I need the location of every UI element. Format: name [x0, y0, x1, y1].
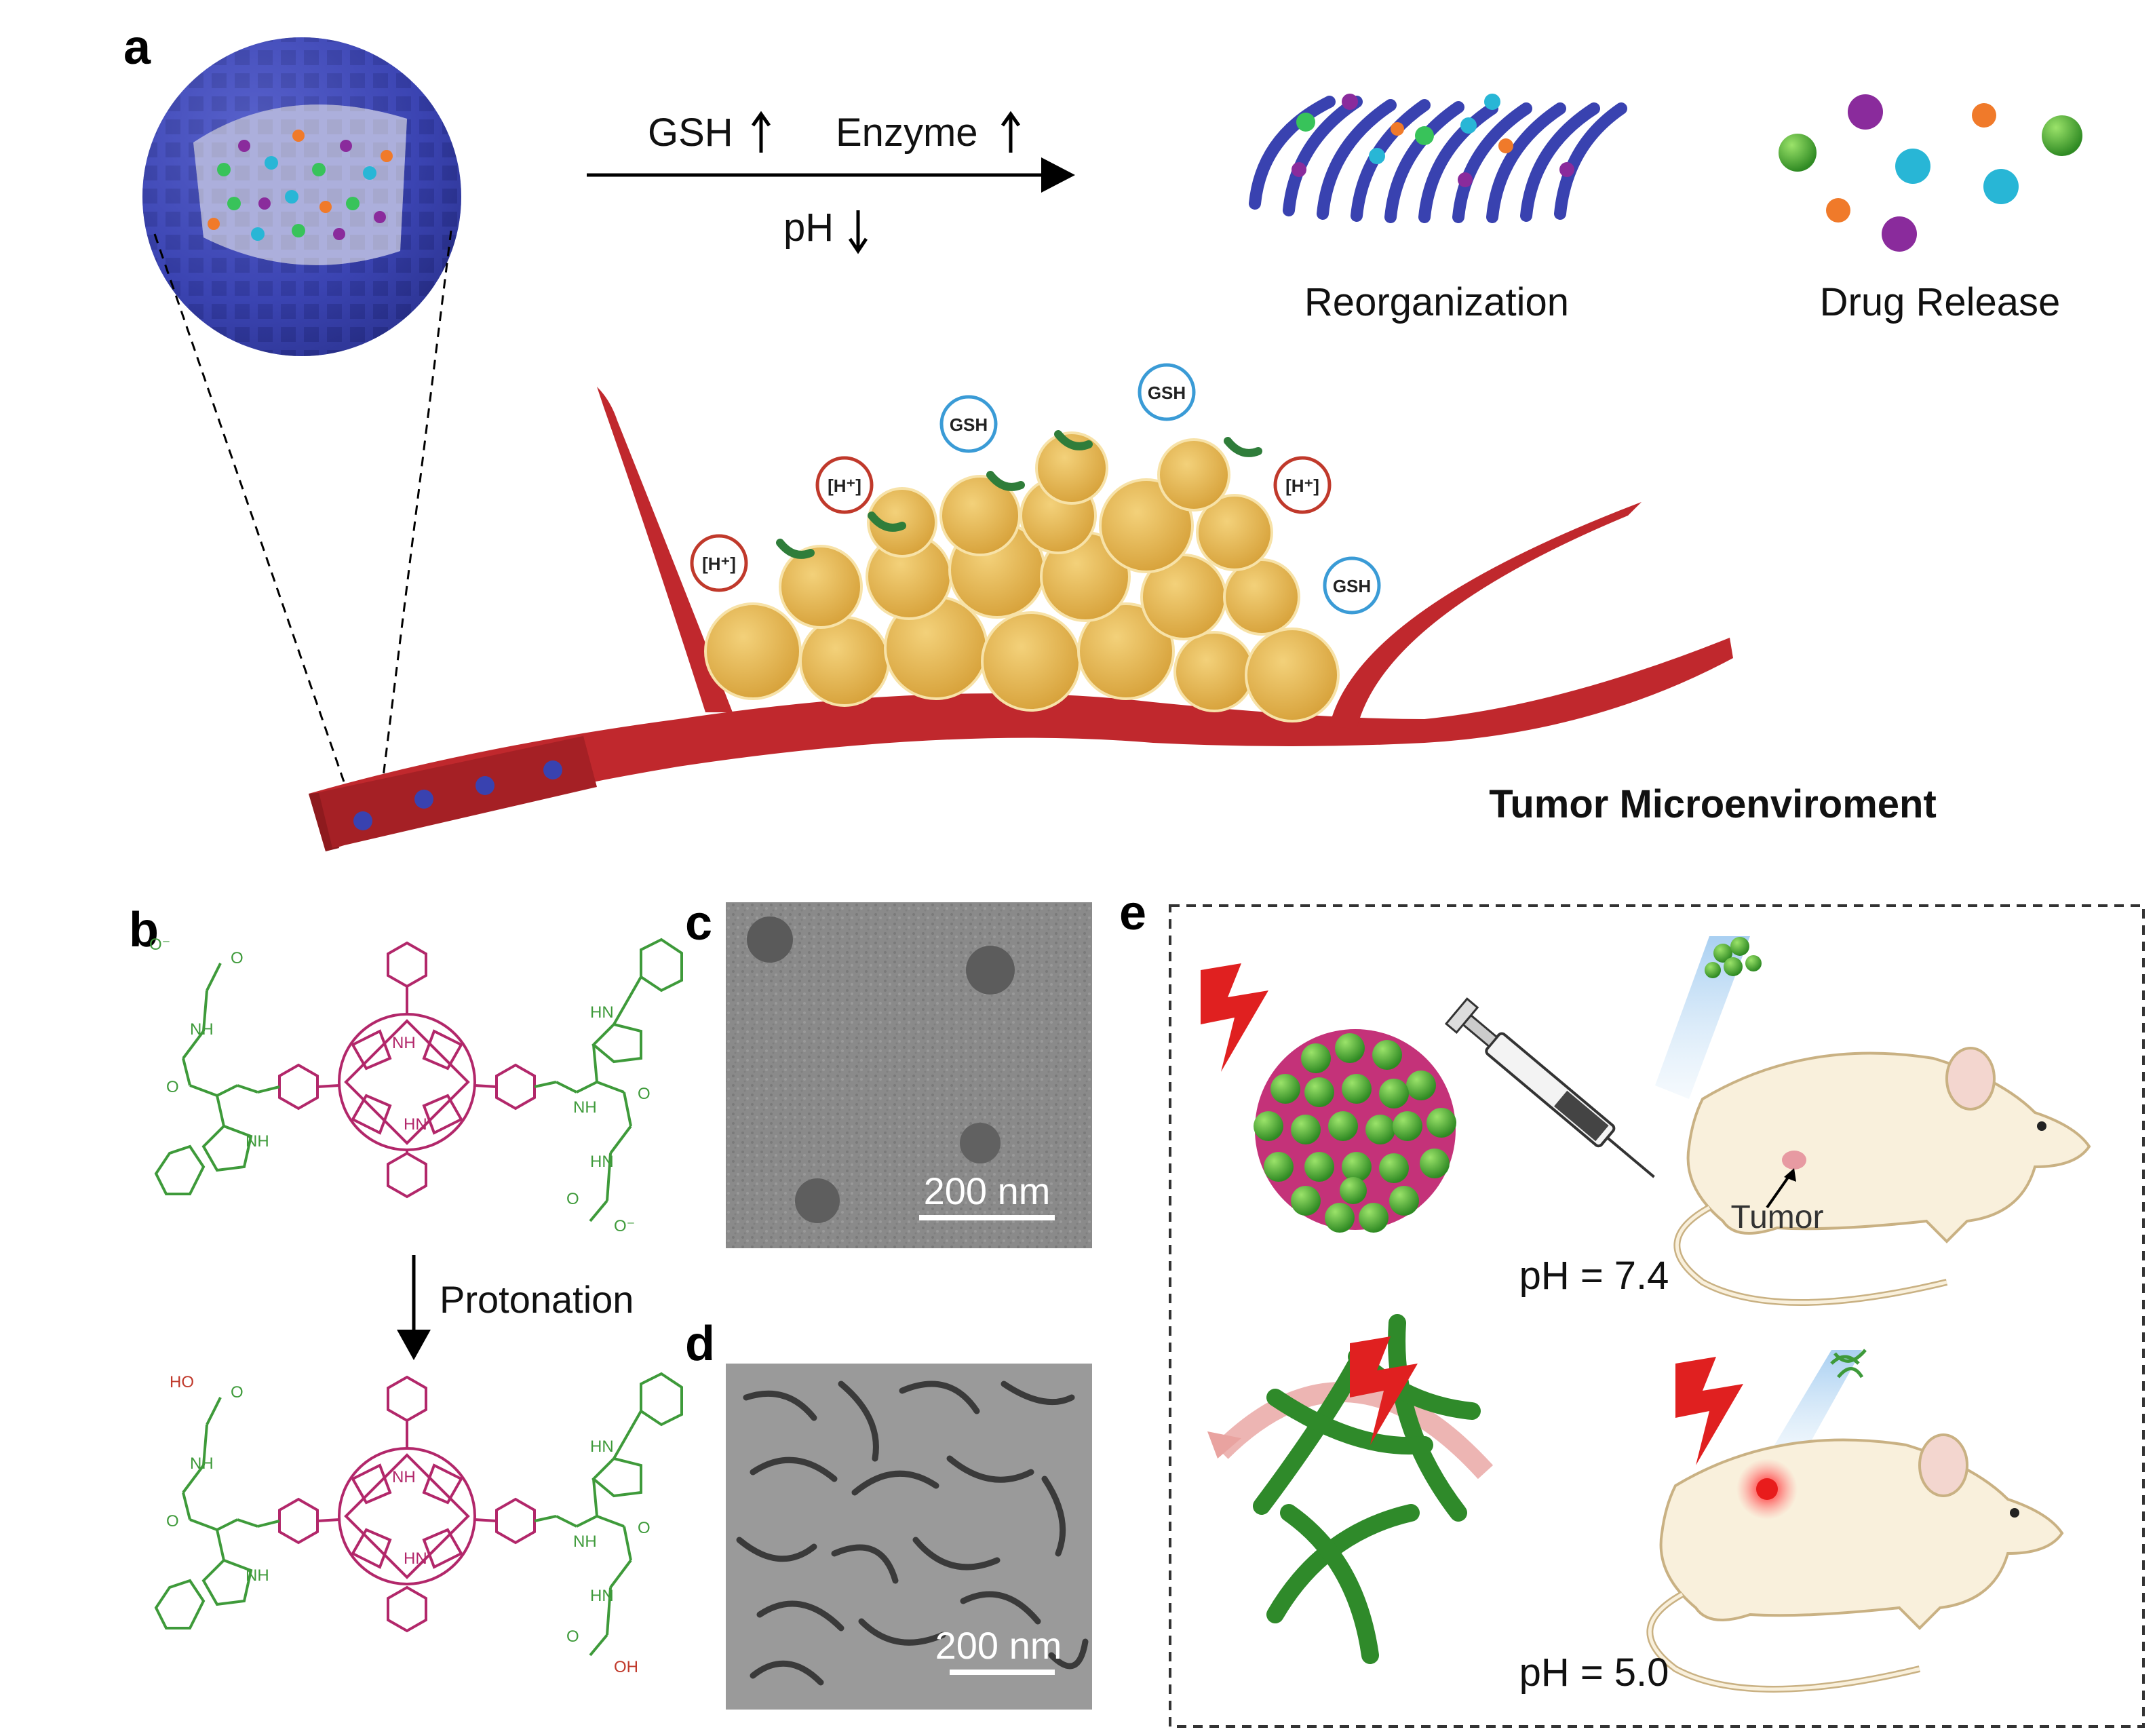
- panel-e-frame: [1169, 904, 2145, 1728]
- tumor-microenvironment-label: Tumor Microenviroment: [1489, 782, 1937, 826]
- panel-e: e: [1119, 886, 2145, 1728]
- stage-drug-release: Drug Release: [1820, 280, 2061, 324]
- mouse-bottom: [1646, 1433, 2064, 1693]
- badge-proton-1: [H⁺]: [690, 534, 748, 592]
- svg-text:HO: HO: [170, 1373, 194, 1391]
- molecule-deprotonated: NH HN O NH O⁻ O NH: [149, 935, 683, 1235]
- tem-particle: [747, 917, 793, 963]
- zoom-line-left: [153, 233, 354, 808]
- green-nanoparticle-sphere: [1254, 1029, 1456, 1233]
- badge-gsh-3: GSH: [1323, 556, 1381, 615]
- badge-proton-2: [H⁺]: [815, 456, 874, 514]
- svg-text:HN: HN: [590, 1438, 614, 1456]
- svg-text:O: O: [566, 1190, 579, 1208]
- protonation-arrow: Protonation: [397, 1255, 634, 1360]
- panel-d: d 200 nm: [685, 1317, 1092, 1710]
- svg-text:GSH: GSH: [1333, 576, 1371, 596]
- scale-bar-label-d: 200 nm: [935, 1624, 1062, 1667]
- blood-vessel: [309, 387, 1733, 851]
- svg-text:NH: NH: [392, 1034, 416, 1052]
- svg-text:GSH: GSH: [1148, 383, 1186, 403]
- svg-text:NH: NH: [246, 1132, 269, 1151]
- panel-a-label: a: [123, 20, 151, 75]
- syringe-icon: [1444, 997, 1655, 1178]
- panel-b: b NH HN: [129, 903, 683, 1676]
- tem-particle: [795, 1178, 840, 1223]
- svg-text:O: O: [166, 1078, 179, 1096]
- green-fiber-network: [1207, 1314, 1494, 1664]
- panel-d-label: d: [685, 1317, 715, 1371]
- svg-text:HN: HN: [590, 1003, 614, 1022]
- tumor-label: Tumor: [1731, 1199, 1824, 1235]
- tem-fibers: [736, 1381, 1089, 1686]
- panel-c: c 200 nm: [685, 896, 1092, 1248]
- svg-text:HN: HN: [404, 1549, 427, 1568]
- svg-text:HN: HN: [590, 1587, 614, 1605]
- light-beam: [1770, 1350, 1862, 1465]
- panel-a: a GSH: [123, 20, 2082, 851]
- scale-bar-label-c: 200 nm: [924, 1170, 1051, 1212]
- fiber-cluster-icon: [1830, 1349, 1867, 1378]
- nanoparticle-cluster-icon: [1705, 937, 1762, 978]
- stimulus-ph: pH: [783, 206, 834, 250]
- svg-text:O: O: [231, 949, 244, 967]
- tem-image-fibers: [726, 1364, 1092, 1710]
- stimulus-gsh: GSH: [648, 111, 733, 155]
- svg-text:O⁻: O⁻: [614, 1217, 635, 1235]
- svg-text:O: O: [638, 1085, 651, 1103]
- zoom-line-right: [378, 230, 452, 805]
- svg-text:O: O: [638, 1519, 651, 1537]
- svg-text:[H⁺]: [H⁺]: [828, 476, 861, 496]
- reorganization-fibers: [1249, 94, 1627, 223]
- svg-text:[H⁺]: [H⁺]: [1285, 476, 1319, 496]
- drug-molecules-inside: [208, 130, 393, 241]
- tem-particle: [960, 1123, 1001, 1163]
- laser-bolt-icon: [1350, 1336, 1418, 1445]
- panel-c-label: c: [685, 896, 712, 950]
- laser-bolt-icon: [1201, 963, 1268, 1072]
- badge-gsh-1: GSH: [939, 395, 998, 453]
- protonation-label: Protonation: [440, 1278, 634, 1321]
- badge-gsh-2: GSH: [1138, 363, 1196, 421]
- stimulus-enzyme: Enzyme: [836, 111, 978, 155]
- svg-text:NH: NH: [392, 1468, 416, 1486]
- stimuli-arrow: GSH Enzyme pH: [587, 111, 1075, 254]
- svg-text:GSH: GSH: [950, 414, 988, 435]
- nanoparticle-sphere: [142, 37, 461, 356]
- light-beam: [1655, 936, 1750, 1099]
- tem-particle: [966, 946, 1015, 995]
- svg-text:NH: NH: [573, 1098, 597, 1117]
- svg-text:HN: HN: [404, 1115, 427, 1134]
- ph-top-label: pH = 7.4: [1519, 1254, 1669, 1298]
- panel-e-label: e: [1119, 886, 1146, 940]
- arrow-up-icon: [1001, 111, 1021, 153]
- svg-text:NH: NH: [190, 1020, 214, 1039]
- svg-text:[H⁺]: [H⁺]: [702, 554, 736, 574]
- svg-text:O: O: [166, 1512, 179, 1530]
- svg-text:NH: NH: [246, 1566, 269, 1585]
- mouse-top: Tumor: [1673, 1047, 2091, 1306]
- svg-text:O: O: [231, 1383, 244, 1402]
- tem-image-spheres: [726, 902, 1092, 1248]
- enzyme-crescents: [776, 430, 1262, 559]
- arrow-up-icon: [751, 111, 771, 153]
- svg-text:NH: NH: [190, 1454, 214, 1473]
- badge-proton-3: [H⁺]: [1273, 456, 1332, 514]
- svg-text:OH: OH: [614, 1658, 638, 1676]
- arrow-down-icon: [848, 210, 868, 254]
- tumor-cluster: [704, 431, 1340, 722]
- drug-release-molecules: [1779, 94, 2082, 252]
- stage-reorganization: Reorganization: [1304, 280, 1569, 324]
- molecule-protonated: NH HN O NH HO O NH: [154, 1372, 683, 1676]
- svg-text:HN: HN: [590, 1153, 614, 1171]
- ph-bottom-label: pH = 5.0: [1519, 1651, 1669, 1695]
- laser-bolt-icon: [1675, 1357, 1743, 1465]
- panel-b-label: b: [129, 903, 159, 957]
- svg-text:O⁻: O⁻: [149, 935, 170, 954]
- svg-text:O: O: [566, 1627, 579, 1646]
- svg-text:NH: NH: [573, 1532, 597, 1551]
